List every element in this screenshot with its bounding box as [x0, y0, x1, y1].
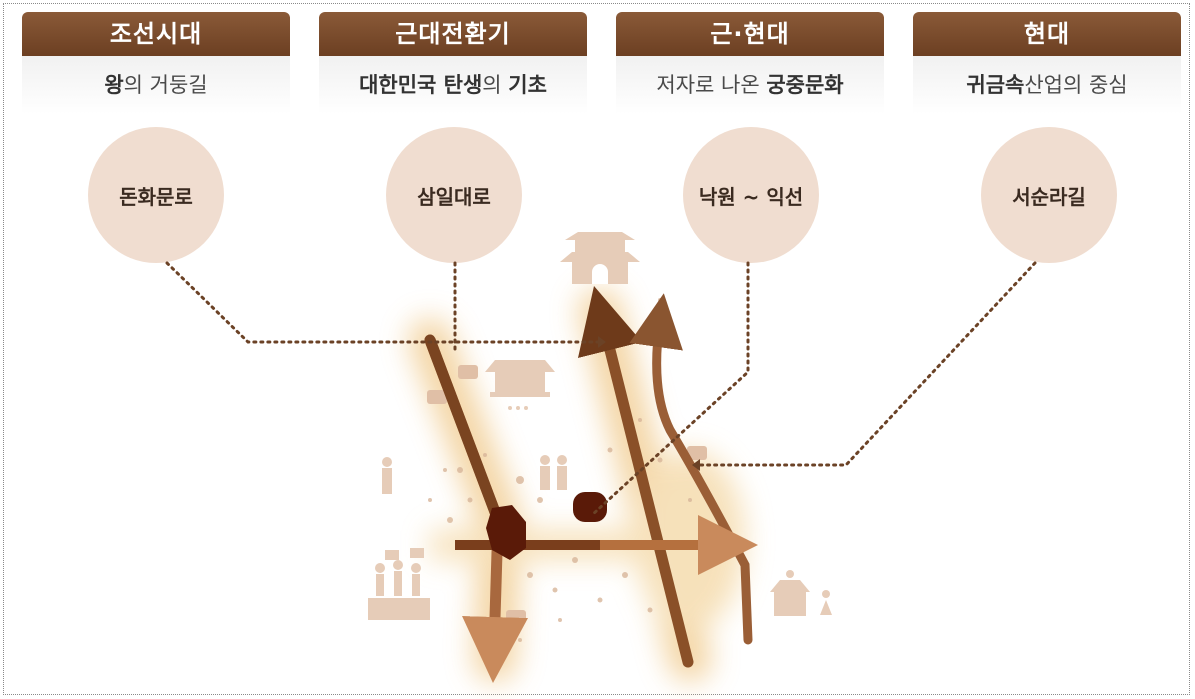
era-column-modern-transition: 근대전환기 대한민국 탄생의 기초: [319, 12, 587, 114]
era-header: 근대전환기: [319, 12, 587, 56]
era-subtitle-text: 산업의 중심: [1024, 73, 1128, 97]
intersection-node: [486, 505, 526, 560]
protest-crowd-icon: [368, 548, 430, 620]
road-circle-seosunragil: 서순라길: [981, 127, 1117, 263]
nakwon-node: [573, 492, 607, 522]
shop-icon: [770, 570, 832, 616]
road-circle-donhwamunro: 돈화문로: [88, 127, 224, 263]
road-circle-samildaero: 삼일대로: [386, 127, 522, 263]
road-circle-nakwon-ikseon: 낙원 ~ 익선: [683, 127, 819, 263]
era-header: 조선시대: [22, 12, 290, 56]
era-subtitle: 왕의 거둥길: [22, 56, 290, 114]
era-column-contemporary: 현대 귀금속산업의 중심: [913, 12, 1181, 114]
era-subtitle-text: 의: [482, 73, 509, 97]
diagram-frame: [3, 3, 1190, 695]
era-column-modern-contemporary: 근·현대 저자로 나온 궁중문화: [616, 12, 884, 114]
people-icon: [382, 455, 567, 494]
palace-gate-icon: [560, 232, 640, 284]
hanok-building-icon: [485, 360, 555, 410]
era-subtitle-bold: 대한민국 탄생: [359, 73, 483, 97]
connector-lines: [165, 261, 1037, 517]
connector-arrowheads: [598, 336, 700, 471]
era-subtitle-text: 저자로 나온: [656, 73, 767, 97]
era-header: 근·현대: [616, 12, 884, 56]
era-subtitle-bold-2: 기초: [508, 73, 547, 97]
era-subtitle: 귀금속산업의 중심: [913, 56, 1181, 114]
era-subtitle: 저자로 나온 궁중문화: [616, 56, 884, 114]
era-subtitle-bold: 궁중문화: [766, 73, 844, 97]
era-column-joseon: 조선시대 왕의 거둥길: [22, 12, 290, 114]
era-subtitle-text: 의 거둥길: [123, 73, 208, 97]
road-segment-upper: [424, 334, 504, 526]
connector-nakwon: [590, 261, 750, 517]
era-subtitle-bold: 왕: [104, 73, 124, 97]
era-subtitle: 대한민국 탄생의 기초: [319, 56, 587, 114]
connector-seosunragil: [698, 261, 1037, 467]
era-subtitle-bold: 귀금속: [966, 73, 1025, 97]
connector-donhwamunro: [165, 261, 600, 344]
road-donhwamunro: [577, 285, 694, 668]
era-header: 현대: [913, 12, 1181, 56]
